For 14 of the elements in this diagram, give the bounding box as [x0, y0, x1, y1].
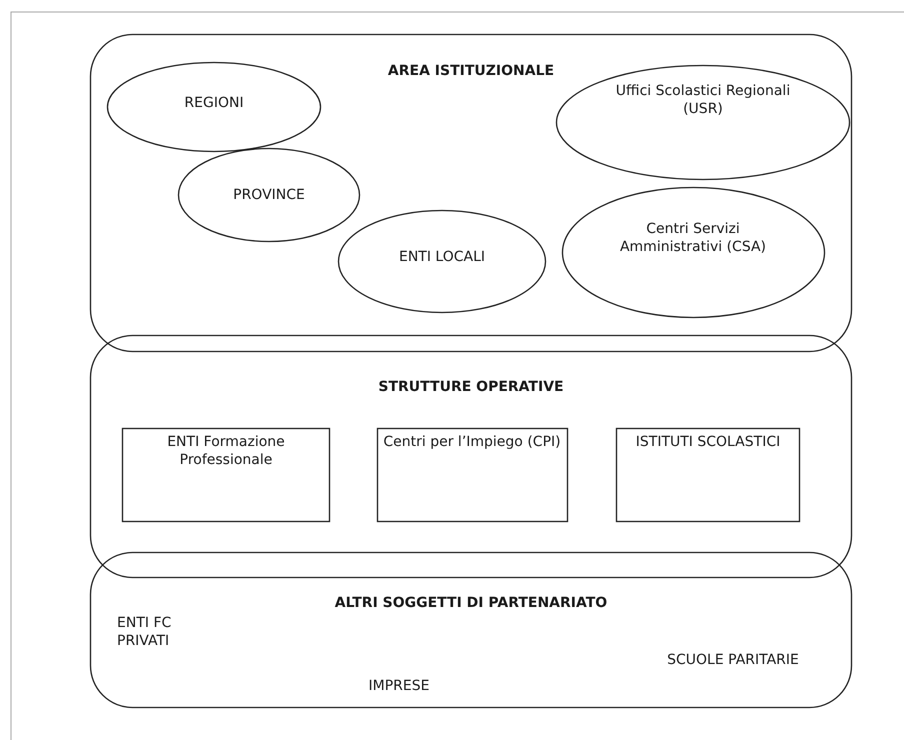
member-label: ENTI FC PRIVATI — [117, 614, 172, 650]
panel-title: ALTRI SOGGETTI DI PARTENARIATO — [334, 594, 608, 612]
oval-label: Centri Servizi Amministrativi (CSA) — [618, 220, 768, 256]
box-label: ENTI Formazione Professionale — [166, 433, 286, 470]
box-label: Centri per l’Impiego (CPI) — [382, 433, 562, 452]
member-label: IMPRESE — [368, 677, 430, 696]
oval-label: PROVINCE — [232, 186, 306, 204]
oval-label: REGIONI — [183, 94, 245, 112]
panel-title: AREA ISTITUZIONALE — [386, 62, 556, 80]
member-label: SCUOLE PARITARIE — [666, 651, 800, 670]
oval-label: Uffici Scolastici Regionali (USR) — [614, 82, 792, 118]
box-label: ISTITUTI SCOLASTICI — [634, 433, 782, 452]
oval-label: ENTI LOCALI — [398, 248, 486, 266]
panel-title: STRUTTURE OPERATIVE — [377, 378, 565, 396]
